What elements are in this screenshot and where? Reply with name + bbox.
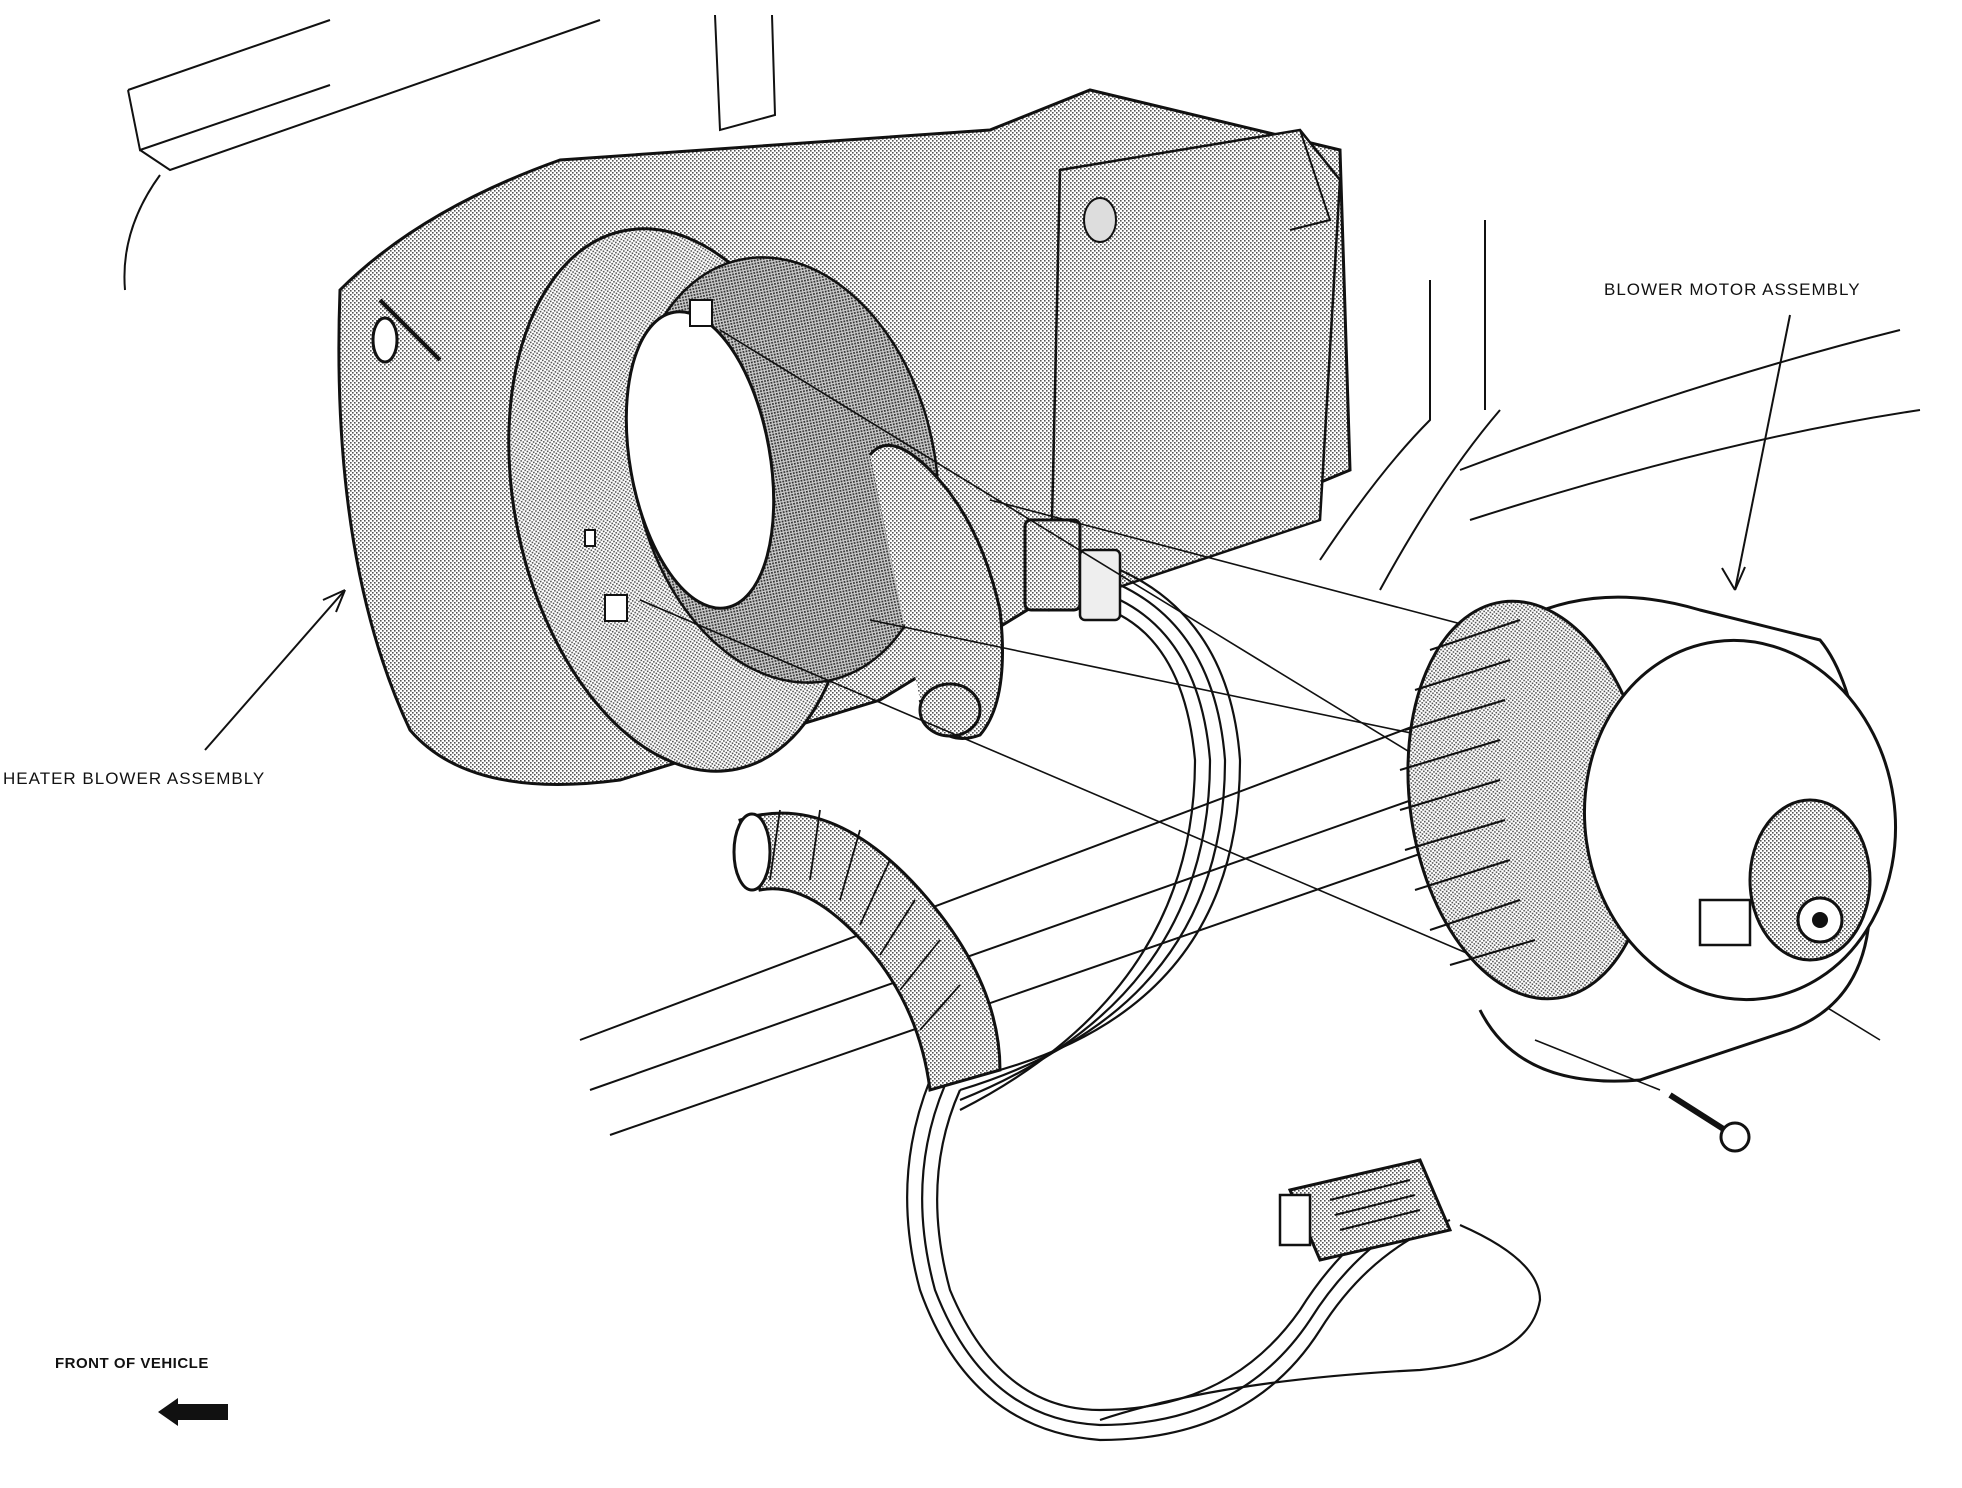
mounting-screw [1534, 1039, 1751, 1153]
front-of-vehicle-label: FRONT OF VEHICLE [55, 1355, 209, 1372]
blower-motor-assembly-label: BLOWER MOTOR ASSEMBLY [1604, 280, 1861, 299]
blower-motor-assembly [1399, 595, 1898, 1083]
heater-blower-assembly-label: HEATER BLOWER ASSEMBLY [3, 769, 266, 788]
arrow-left-icon [158, 1398, 228, 1426]
resistor-connector [868, 444, 1122, 740]
blower-scroll-ring [507, 227, 940, 773]
harness-connector [1278, 1158, 1453, 1262]
wiring-conduit [732, 809, 1002, 1092]
callout-leaders [204, 314, 1791, 751]
wiring-harness [906, 568, 1542, 1442]
